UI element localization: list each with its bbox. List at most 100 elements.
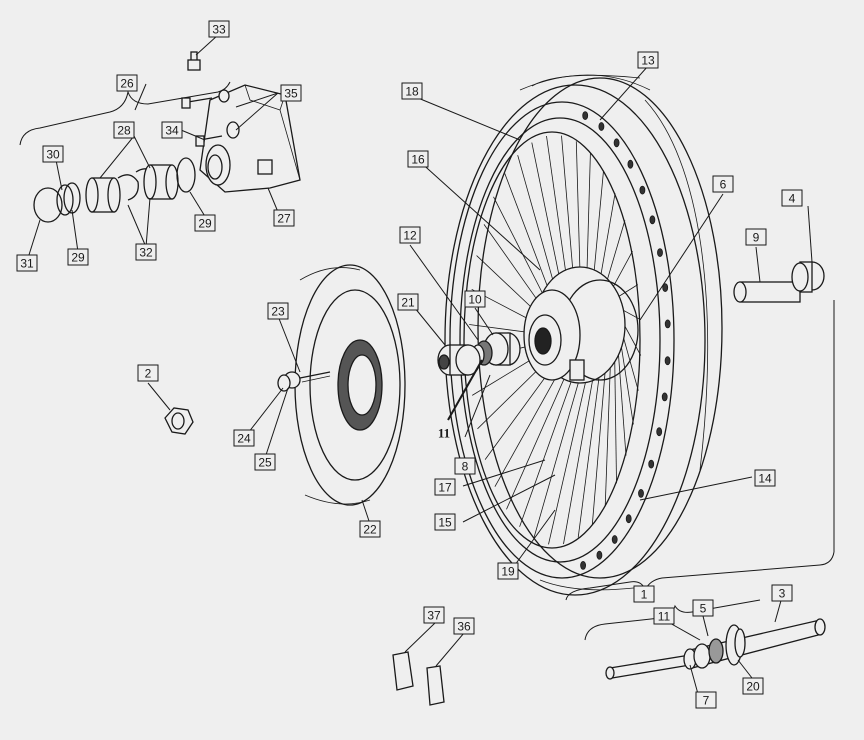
label-text: 1 — [641, 588, 648, 602]
spoke — [604, 358, 611, 507]
label-box — [653, 607, 675, 625]
label-l29b: 29 — [194, 214, 216, 232]
label-l10: 10 — [464, 290, 486, 308]
leader-line — [435, 632, 465, 667]
label-text: 28 — [117, 124, 131, 138]
leader-line — [235, 92, 279, 131]
leader-line — [404, 621, 437, 653]
label-text: 29 — [198, 217, 212, 231]
leader-line — [99, 135, 135, 179]
label-text: 32 — [139, 246, 153, 260]
label-text: 22 — [363, 523, 377, 537]
spoke-hole — [598, 122, 605, 131]
label-text: 37 — [427, 609, 441, 623]
leader-line — [689, 664, 699, 695]
label-text: 14 — [758, 472, 772, 486]
label-l11b: 11 — [438, 426, 450, 441]
leader-line — [244, 387, 284, 438]
spoke-hole — [656, 427, 663, 437]
label-box — [280, 84, 302, 102]
label-l28: 28 — [113, 121, 135, 139]
spoke-hole — [664, 356, 671, 366]
label-text: 26 — [120, 77, 134, 91]
rim-spoke-holes — [580, 111, 671, 570]
leader-line — [27, 219, 41, 259]
label-text: 25 — [258, 456, 272, 470]
label-box — [254, 453, 276, 471]
label-text: 36 — [457, 620, 471, 634]
spoke-hole — [638, 488, 644, 498]
label-l25: 25 — [254, 453, 276, 471]
leader-line — [133, 135, 151, 169]
label-l9: 9 — [745, 228, 767, 246]
label-box — [754, 469, 776, 487]
label-box — [407, 150, 429, 168]
spoke-hole — [625, 514, 632, 524]
label-box — [692, 599, 714, 617]
label-l29a: 29 — [67, 248, 89, 266]
spoke — [610, 251, 633, 292]
axle-nut — [164, 407, 194, 435]
label-l16: 16 — [407, 150, 429, 168]
spoke — [494, 369, 561, 487]
label-text: 30 — [46, 148, 60, 162]
leader-line — [474, 307, 494, 336]
spoke — [493, 196, 546, 300]
spoke — [517, 155, 555, 286]
label-text: 33 — [212, 23, 226, 37]
leader-line — [264, 387, 289, 459]
part-labels: 1234567891011121314151617181920212223242… — [16, 20, 803, 709]
label-l32: 32 — [135, 243, 157, 261]
spoke — [504, 173, 550, 292]
leader-line — [462, 459, 546, 487]
disc-bolt — [277, 371, 331, 392]
leader-line — [599, 65, 649, 121]
spoke — [617, 342, 627, 456]
label-text: 29 — [71, 251, 85, 265]
leader-line — [639, 193, 724, 321]
spoke — [563, 373, 595, 545]
label-l2: 2 — [137, 364, 159, 382]
label-text: 4 — [789, 192, 796, 206]
spoke — [561, 135, 574, 274]
label-text: 24 — [237, 432, 251, 446]
label-l19: 19 — [497, 562, 519, 580]
label-l18: 18 — [401, 82, 423, 100]
label-text: 3 — [779, 587, 786, 601]
leader-line — [267, 187, 279, 213]
label-box — [67, 248, 89, 266]
label-text: 34 — [165, 124, 179, 138]
label-box — [633, 585, 655, 603]
label-text: 11 — [438, 426, 450, 441]
label-text: 12 — [403, 229, 417, 243]
label-text: 27 — [277, 212, 291, 226]
caliper-pistons — [33, 157, 196, 223]
label-box — [745, 228, 767, 246]
wheel-bearing-set — [437, 332, 521, 376]
bleed-screw — [187, 51, 201, 71]
spoke-hole — [664, 319, 671, 329]
leader-line — [511, 509, 556, 570]
label-box — [161, 121, 183, 139]
brake-disc — [294, 264, 406, 506]
tyre-levers — [392, 651, 445, 706]
label-box — [137, 364, 159, 382]
label-l15: 15 — [434, 513, 456, 531]
label-l22: 22 — [359, 520, 381, 538]
label-l13: 13 — [637, 51, 659, 69]
spoke — [593, 170, 604, 277]
label-box — [233, 429, 255, 447]
leader-line — [702, 615, 709, 637]
leader-line-bold — [447, 359, 483, 421]
label-text: 19 — [501, 565, 515, 579]
spoke-hole — [649, 215, 656, 225]
leader-line — [71, 209, 79, 253]
label-box — [637, 51, 659, 69]
label-text: 2 — [145, 367, 152, 381]
label-box — [16, 254, 38, 272]
spoke-hole — [596, 550, 603, 560]
label-l21: 21 — [397, 293, 419, 311]
label-text: 13 — [641, 54, 655, 68]
label-text: 18 — [405, 85, 419, 99]
